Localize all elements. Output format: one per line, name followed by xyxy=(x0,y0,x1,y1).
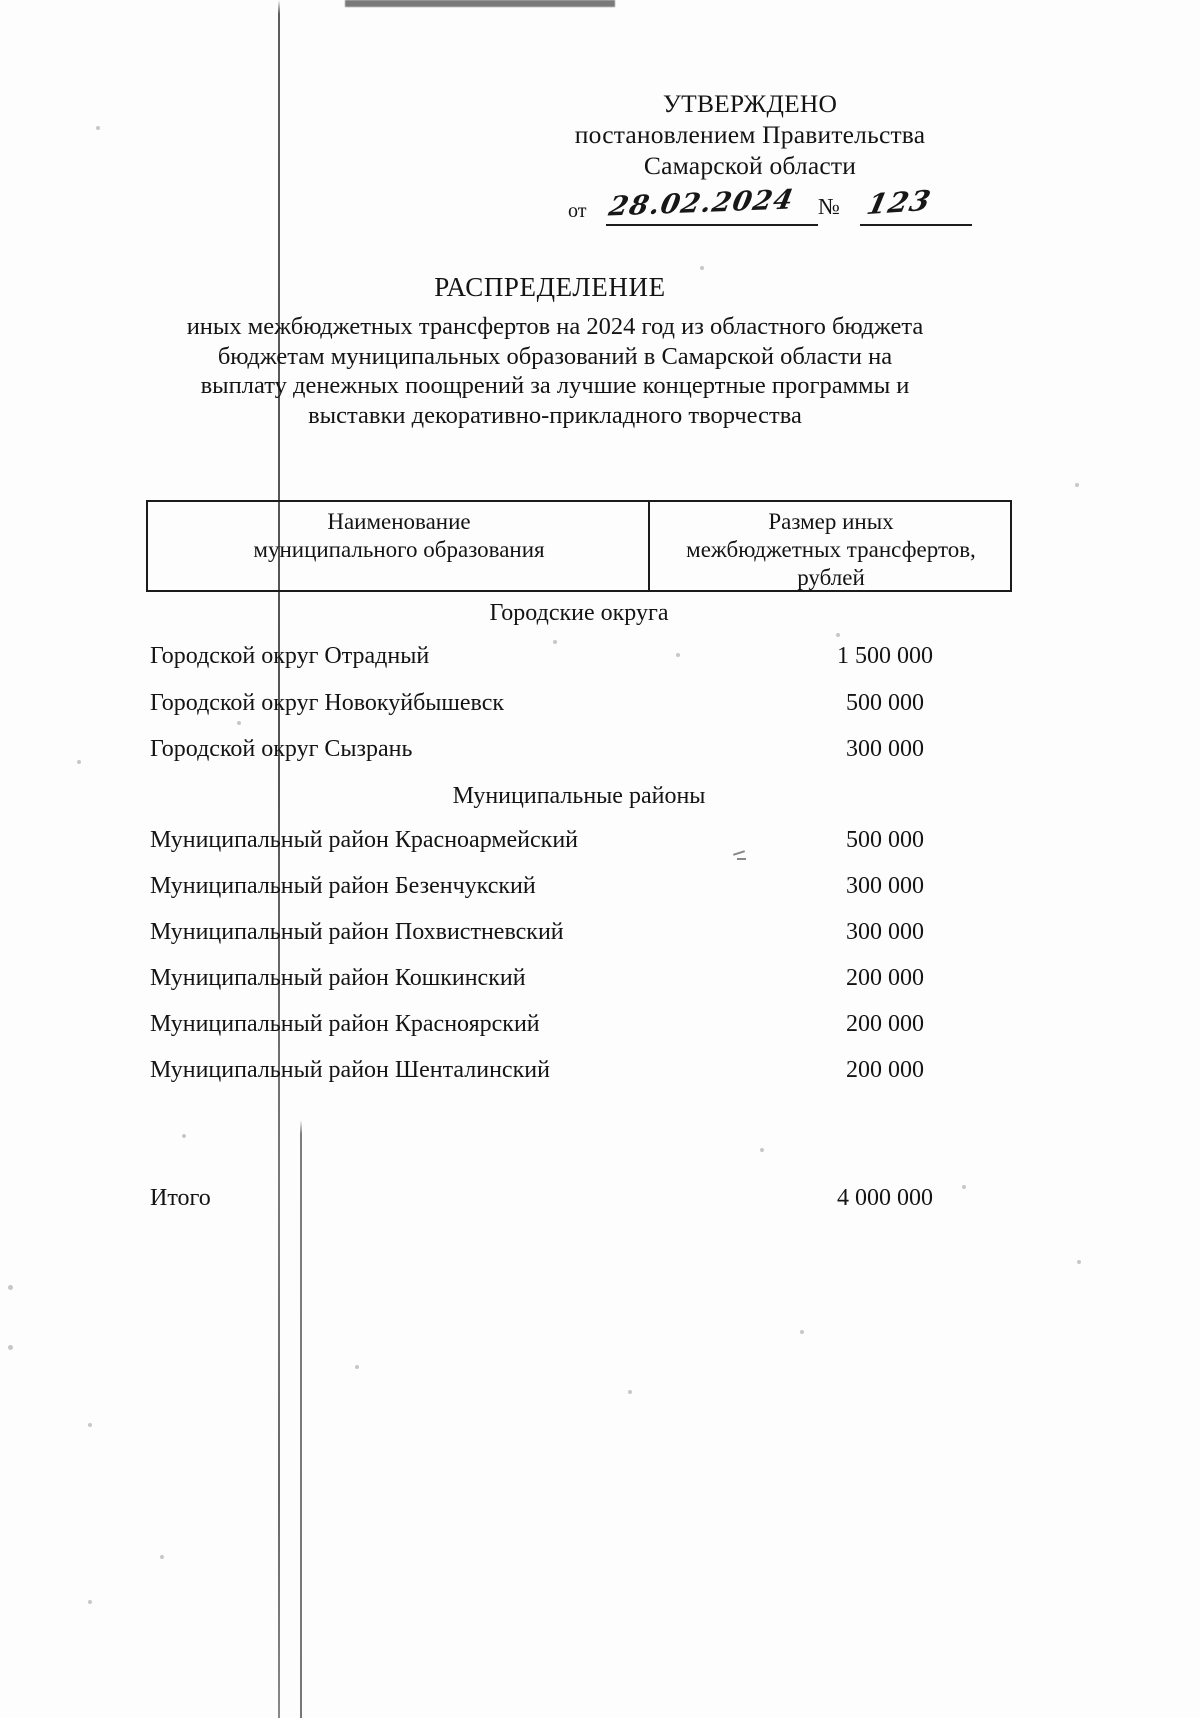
table-row: Городской округ Отрадный 1 500 000 xyxy=(150,643,1030,673)
column-header-name-line-2: муниципального образования xyxy=(253,537,545,562)
section-heading-municipal-districts: Муниципальные районы xyxy=(452,783,706,809)
scan-speck xyxy=(88,1423,92,1427)
subtitle-line-2: бюджетам муниципальных образований в Сам… xyxy=(217,342,893,370)
subtitle-line-1: иных межбюджетных трансфертов на 2024 го… xyxy=(186,313,924,340)
row-name: Муниципальный район Шенталинский xyxy=(150,1057,550,1083)
column-header-amount-line-1: Размер иных xyxy=(768,509,894,534)
row-name: Муниципальный район Безенчукский xyxy=(150,873,536,899)
row-amount: 300 000 xyxy=(846,919,924,945)
scan-speck xyxy=(160,1555,164,1559)
scan-speck xyxy=(700,266,704,270)
table-row: Муниципальный район Кошкинский 200 000 xyxy=(150,965,1030,995)
handwritten-number: 123 xyxy=(863,183,935,222)
scan-speck xyxy=(628,1390,632,1394)
page-subtitle: иных межбюджетных трансфертов на 2024 го… xyxy=(105,312,1005,430)
table-row-total: Итого 4 000 000 xyxy=(150,1185,1030,1215)
table-header: Наименование муниципального образования … xyxy=(146,500,1012,592)
approval-line-2: Самарской области xyxy=(643,151,857,180)
row-amount: 500 000 xyxy=(846,690,924,716)
number-label: № xyxy=(818,194,840,219)
section-heading-urban-districts: Городские округа xyxy=(489,600,669,626)
row-amount: 300 000 xyxy=(846,736,924,762)
table-row: Муниципальный район Красноармейский 500 … xyxy=(150,827,1030,857)
scan-speck xyxy=(760,1148,764,1152)
scan-speck xyxy=(676,653,680,657)
scan-speck xyxy=(96,126,100,130)
table-row: Городской округ Новокуйбышевск 500 000 xyxy=(150,690,1030,720)
scan-speck xyxy=(237,721,241,725)
approval-block: УТВЕРЖДЕНО постановлением Правительства … xyxy=(540,88,960,181)
table-row: Муниципальный район Красноярский 200 000 xyxy=(150,1011,1030,1041)
row-amount: 300 000 xyxy=(846,873,924,899)
row-name: Городской округ Отрадный xyxy=(150,643,430,669)
row-amount: 200 000 xyxy=(846,965,924,991)
approval-line-1: постановлением Правительства xyxy=(574,120,926,149)
table-row: Муниципальный район Шенталинский 200 000 xyxy=(150,1057,1030,1087)
scan-speck xyxy=(77,760,81,764)
column-header-amount-line-3: рублей xyxy=(797,565,865,590)
scan-speck xyxy=(553,640,557,644)
table-row: Муниципальный район Похвистневский 300 0… xyxy=(150,919,1030,949)
row-amount: 1 500 000 xyxy=(837,643,933,669)
table-header-divider xyxy=(648,502,650,590)
row-name: Муниципальный район Красноярский xyxy=(150,1011,540,1037)
row-name: Муниципальный район Похвистневский xyxy=(150,919,564,945)
scan-smudge xyxy=(345,0,615,7)
scan-ink-mark xyxy=(737,858,746,860)
page-fold-line xyxy=(278,0,280,1718)
column-header-amount: Размер иных межбюджетных трансфертов, ру… xyxy=(650,508,1012,592)
approval-date-number-row: от 28.02.2024 № 123 xyxy=(560,183,972,228)
page-fold-line-lower xyxy=(300,1120,302,1718)
row-name: Муниципальный район Кошкинский xyxy=(150,965,526,991)
number-underline xyxy=(860,224,972,226)
scan-speck xyxy=(1077,1260,1081,1264)
table-row: Городской округ Сызрань 300 000 xyxy=(150,736,1030,766)
scan-speck xyxy=(355,1365,359,1369)
scan-speck xyxy=(836,633,840,637)
row-amount: 500 000 xyxy=(846,827,924,853)
date-underline xyxy=(606,224,818,226)
handwritten-date: 28.02.2024 xyxy=(606,184,797,223)
approval-heading: УТВЕРЖДЕНО xyxy=(662,89,838,118)
scan-speck xyxy=(8,1285,13,1290)
scan-speck xyxy=(88,1600,92,1604)
total-label: Итого xyxy=(150,1185,211,1211)
scan-speck xyxy=(962,1185,966,1189)
subtitle-line-3: выплату денежных поощрений за лучшие кон… xyxy=(200,372,910,399)
scan-speck xyxy=(1075,483,1079,487)
row-amount: 200 000 xyxy=(846,1057,924,1083)
page-title: РАСПРЕДЕЛЕНИЕ xyxy=(434,272,666,302)
table-row: Муниципальный район Безенчукский 300 000 xyxy=(150,873,1030,903)
column-header-name-line-1: Наименование xyxy=(327,509,471,534)
column-header-amount-line-2: межбюджетных трансфертов, xyxy=(686,537,976,562)
scan-speck xyxy=(8,1345,13,1350)
subtitle-line-4: выставки декоративно-прикладного творчес… xyxy=(308,401,802,429)
row-amount: 200 000 xyxy=(846,1011,924,1037)
scan-speck xyxy=(800,1330,804,1334)
total-amount: 4 000 000 xyxy=(837,1185,933,1211)
row-name: Городской округ Новокуйбышевск xyxy=(150,690,505,716)
column-header-name: Наименование муниципального образования xyxy=(150,508,648,564)
scan-speck xyxy=(182,1134,186,1138)
date-label: от xyxy=(568,200,587,222)
row-name: Муниципальный район Красноармейский xyxy=(150,827,579,853)
row-name: Городской округ Сызрань xyxy=(150,736,413,762)
